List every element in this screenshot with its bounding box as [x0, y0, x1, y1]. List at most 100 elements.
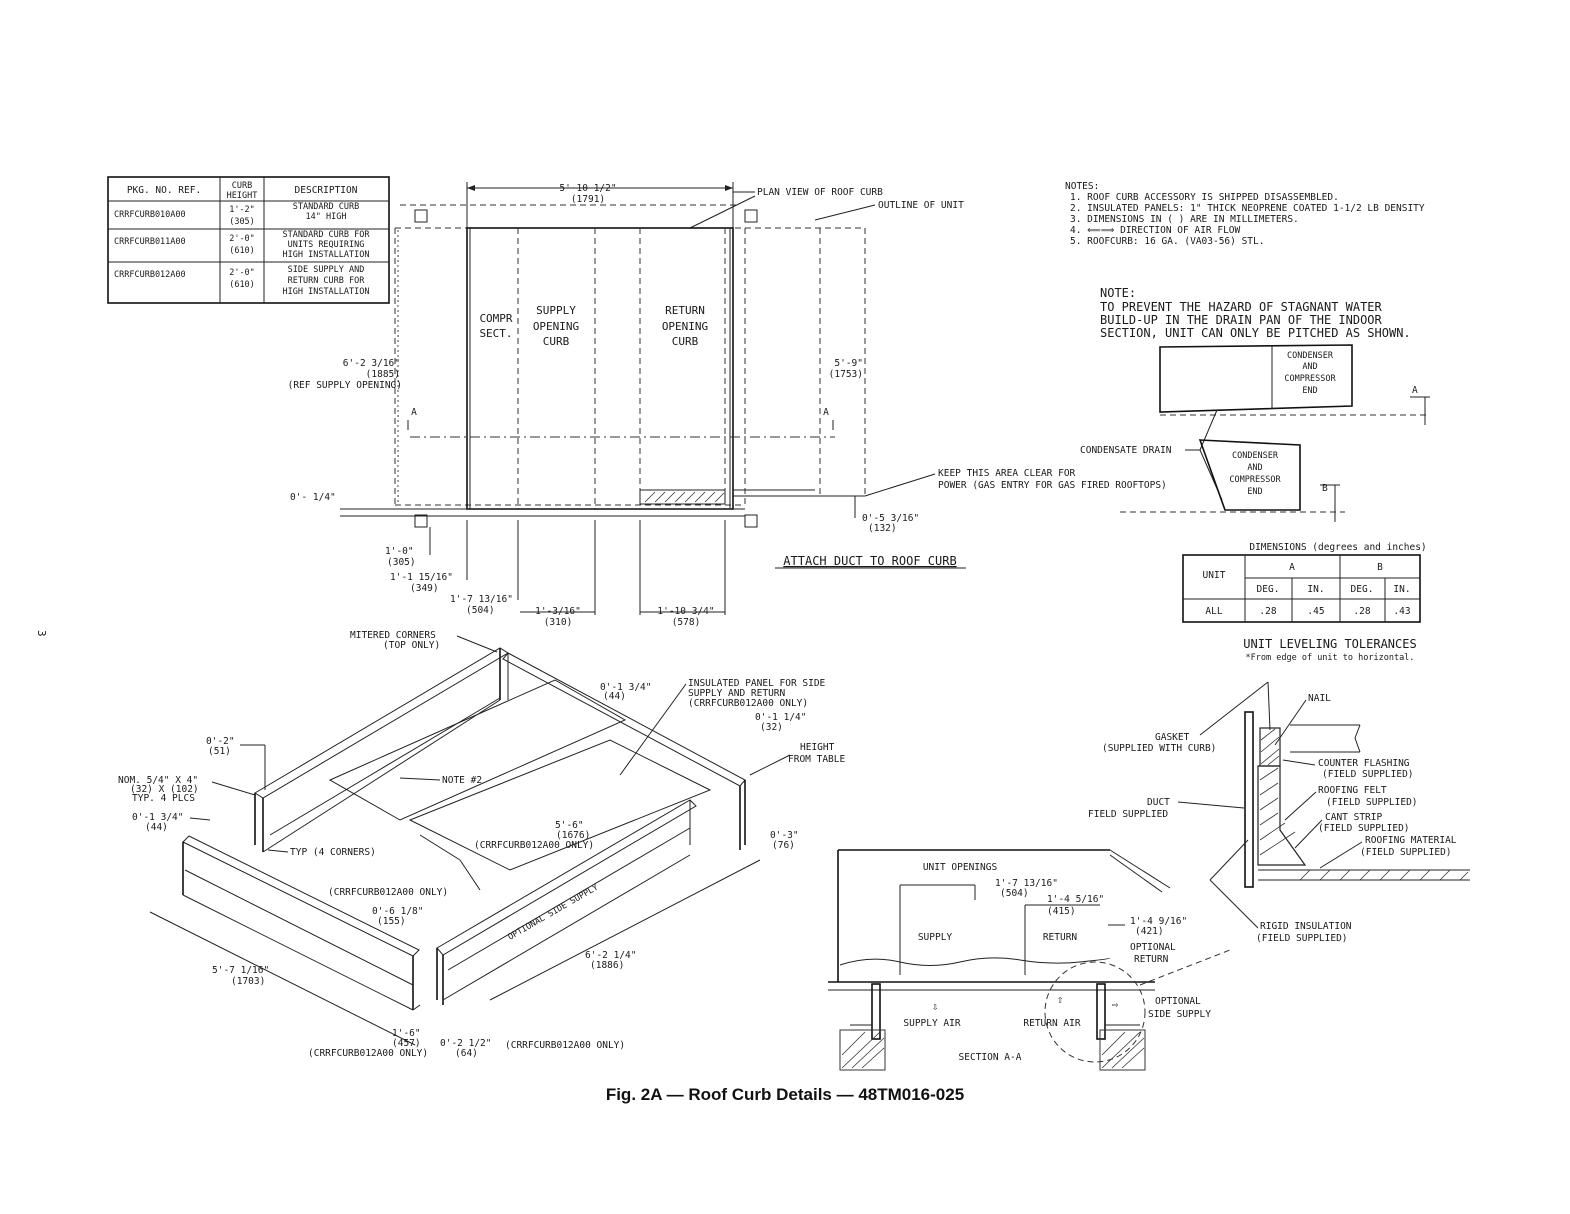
right-arrow-icon: ⇨ — [1112, 998, 1119, 1011]
insulated-label: (CRRFCURB012A00 ONLY) — [688, 698, 808, 709]
dim-10: 1'-0" — [385, 546, 414, 557]
condenser-label: CONDENSER — [1287, 351, 1334, 361]
figure-caption: Fig. 2A — Roof Curb Details — 48TM016-02… — [606, 1085, 964, 1104]
tol-col-a: A — [1289, 562, 1295, 573]
tol-value: .43 — [1393, 606, 1410, 617]
dim-03: 0'-3" — [770, 830, 799, 841]
condenser-label: END — [1302, 386, 1317, 396]
dim-05-mm: (132) — [868, 523, 897, 534]
note2-label: NOTE #2 — [442, 775, 482, 786]
tol-unit-header: UNIT — [1203, 570, 1226, 581]
tol-in: IN. — [1307, 584, 1324, 595]
tol-value: .28 — [1259, 606, 1276, 617]
dim-11-mm: (349) — [410, 583, 439, 594]
crrf-only: (CRRFCURB012A00 ONLY) — [308, 1048, 428, 1059]
dim-17: 1'-7 13/16" — [450, 594, 513, 605]
nail-label: NAIL — [1308, 693, 1331, 704]
insulated-label: SUPPLY AND RETURN — [688, 688, 786, 699]
return-opening-label: RETURN — [665, 304, 705, 317]
compr-label: COMPR — [479, 312, 512, 325]
supply-opening-label: CURB — [543, 335, 570, 348]
supply-opening-label: OPENING — [533, 320, 579, 333]
keep-clear-label: KEEP THIS AREA CLEAR FOR — [938, 468, 1076, 479]
supply-opening-label: SUPPLY — [536, 304, 576, 317]
return-opening-label: CURB — [672, 335, 699, 348]
section-a-a: UNIT OPENINGS 1'-7 13/16" (504) 1'-4 5/1… — [828, 849, 1231, 1071]
counter-flashing-label: COUNTER FLASHING — [1318, 758, 1410, 769]
tol-deg: DEG. — [1257, 584, 1280, 595]
rigid-label: RIGID INSULATION — [1260, 921, 1352, 932]
right-dim: 5'-9" — [834, 358, 863, 369]
condenser-label: CONDENSER — [1232, 451, 1279, 461]
dim-03-mm: (76) — [772, 840, 795, 851]
curb-table: PKG. NO. REF. CURB HEIGHT DESCRIPTION CR… — [107, 176, 390, 304]
mitered-label: (TOP ONLY) — [383, 640, 440, 651]
isometric-curb: MITERED CORNERS (TOP ONLY) 0'-1 3/4" (44… — [118, 630, 845, 1059]
curb-row-ref: CRRFCURB012A00 — [114, 270, 186, 280]
tolerance-subcaption: *From edge of unit to horizontal. — [1246, 653, 1415, 663]
curb-row-ref: CRRFCURB010A00 — [114, 210, 186, 220]
note-item: 3. DIMENSIONS IN ( ) ARE IN MILLIMETERS. — [1070, 214, 1299, 225]
tol-value: .28 — [1353, 606, 1370, 617]
dim-02: 0'-2" — [206, 736, 235, 747]
pitch-note: NOTE: TO PREVENT THE HAZARD OF STAGNANT … — [1080, 286, 1430, 522]
dim-022-mm: (64) — [455, 1048, 478, 1059]
notes-block: NOTES: 1. ROOF CURB ACCESSORY IS SHIPPED… — [1065, 181, 1425, 247]
dim-134: 0'-1 3/4" — [600, 682, 651, 693]
optional-side-supply-label: SIDE SUPPLY — [1148, 1009, 1211, 1020]
dim-13-mm: (310) — [544, 617, 573, 628]
sec-return: RETURN — [1043, 932, 1078, 943]
curb-row-description: STANDARD CURB — [293, 202, 360, 212]
tol-col-b: B — [1377, 562, 1383, 573]
curb-row-description: 14" HIGH — [306, 212, 347, 222]
curb-table-header-description: DESCRIPTION — [295, 185, 358, 196]
dim-110: 1'-10 3/4" — [657, 606, 714, 617]
tolerance-title: DIMENSIONS (degrees and inches) — [1249, 542, 1426, 553]
pitch-note-line: BUILD-UP IN THE DRAIN PAN OF THE INDOOR — [1100, 313, 1383, 327]
condenser-label: COMPRESSOR — [1284, 374, 1336, 384]
dim-quarter: 0'- 1/4" — [290, 492, 336, 503]
sec-dim-a: 1'-7 13/16" — [995, 878, 1058, 889]
supply-air: SUPPLY AIR — [903, 1018, 960, 1029]
dim-0134: 0'-1 3/4" — [132, 812, 183, 823]
curb-row-description: STANDARD CURB FOR — [283, 230, 371, 240]
section-a-right: A — [823, 407, 829, 418]
dim-17-mm: (504) — [466, 605, 495, 616]
curb-table-header-ref: PKG. NO. REF. — [127, 185, 201, 196]
curb-row-height: 1'-2" — [229, 205, 255, 215]
roofing-material-label: ROOFING MATERIAL — [1365, 835, 1457, 846]
dim-11: 1'-1 15/16" — [390, 572, 453, 583]
sec-dim-b: 1'-4 5/16" — [1047, 894, 1104, 905]
note-item: 4. ⟸⟹ DIRECTION OF AIR FLOW — [1070, 225, 1241, 236]
pitch-note-line: NOTE: — [1100, 286, 1136, 300]
sec-supply: SUPPLY — [918, 932, 953, 943]
dim-114: 0'-1 1/4" — [755, 712, 806, 723]
optional-return: OPTIONAL — [1130, 942, 1176, 953]
dim-022: 0'-2 1/2" — [440, 1038, 491, 1049]
cant-strip-label: (FIELD SUPPLIED) — [1318, 823, 1410, 834]
down-arrow-icon: ⇩ — [932, 1000, 939, 1013]
dim-114-mm: (32) — [760, 722, 783, 733]
cant-strip-label: CANT STRIP — [1325, 812, 1382, 823]
dim-16: 1'-6" — [392, 1028, 421, 1039]
tolerance-caption: UNIT LEVELING TOLERANCES — [1243, 637, 1416, 651]
keep-clear-label: POWER (GAS ENTRY FOR GAS FIRED ROOFTOPS) — [938, 480, 1167, 491]
gasket-label: (SUPPLIED WITH CURB) — [1102, 743, 1216, 754]
curb-row-description: HIGH INSTALLATION — [283, 287, 370, 297]
note-item: 2. INSULATED PANELS: 1" THICK NEOPRENE C… — [1070, 203, 1425, 214]
sec-dim-c: 1'-4 9/16" — [1130, 916, 1187, 927]
pitch-note-line: TO PREVENT THE HAZARD OF STAGNANT WATER — [1100, 300, 1383, 314]
rigid-label: (FIELD SUPPLIED) — [1256, 933, 1348, 944]
condenser-label: COMPRESSOR — [1229, 475, 1281, 485]
curb-row-description: RETURN CURB FOR — [288, 276, 366, 286]
note-item: 5. ROOFCURB: 16 GA. (VA03-56) STL. — [1070, 236, 1264, 247]
nom-label: NOM. 5/4" X 4" — [118, 775, 198, 786]
flashing-detail: NAIL GASKET (SUPPLIED WITH CURB) COUNTER… — [1088, 681, 1470, 944]
condensate-drain-label: CONDENSATE DRAIN — [1080, 445, 1172, 456]
dim-110-mm: (578) — [672, 617, 701, 628]
notes-title: NOTES: — [1065, 181, 1099, 192]
curb-row-description: UNITS REQUIRING — [288, 240, 365, 250]
curb-row-height: 2'-0" — [229, 234, 255, 244]
curb-row-height-mm: (305) — [229, 217, 255, 227]
curb-table-header-curb: CURB — [232, 181, 252, 191]
